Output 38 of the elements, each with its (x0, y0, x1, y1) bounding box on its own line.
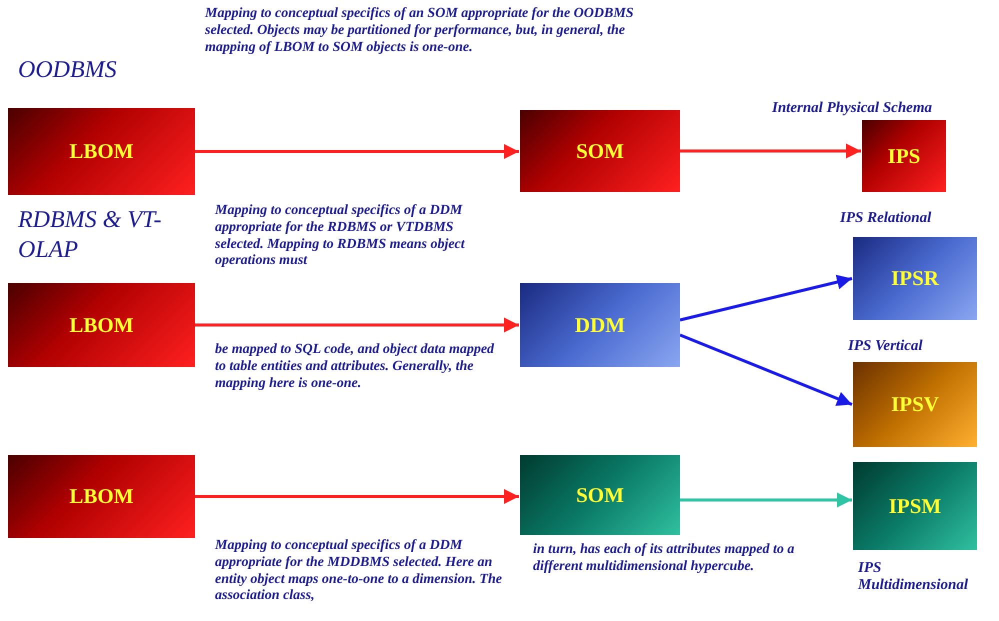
arrow (195, 318, 519, 332)
box-label: IPS (888, 144, 920, 168)
note-text: be mapped to SQL code, and object data mapped to table entities and attributes. Generally, the mapping here is one-one. (215, 342, 496, 392)
process-box (853, 462, 977, 550)
process-box (853, 237, 977, 320)
section-heading: OODBMS (18, 56, 118, 85)
arrow (680, 274, 852, 322)
process-box (862, 120, 946, 192)
box-label: IPSV (891, 392, 939, 417)
note-text: Mapping to conceptual specifics of a DDM appropriate for the MDDBMS selected. Here an entity object maps one-to-one to a dimension. The association class, (215, 538, 503, 606)
box-caption: IPS Relational (840, 210, 932, 228)
box-label: IPSR (891, 266, 939, 291)
box-label: IPSM (888, 494, 942, 518)
box-label: LBOM (69, 312, 134, 338)
process-box (520, 283, 680, 367)
process-box (520, 110, 680, 192)
arrow (680, 144, 861, 158)
box-caption: IPS Vertical (848, 338, 924, 356)
box-caption: Internal Physical Schema (772, 100, 934, 118)
box-label: SOM (576, 138, 624, 164)
section-heading: RDBMS & VT-OLAP (18, 206, 163, 265)
arrow (680, 492, 852, 508)
note-text: Mapping to conceptual specifics of an SOM appropriate for the OODBMS selected. Objects may be partitioned for performance, but, in general, the mapping of LBOM to SOM objects is one-one. (205, 6, 635, 56)
box-caption: IPS Multidimensional (858, 560, 970, 594)
note-text: Mapping to conceptual specifics of a DDM appropriate for the RDBMS or VTDBMS selected. Mapping to RDBMS means object operations must (215, 203, 466, 270)
arrow (195, 489, 519, 504)
arrow (679, 334, 853, 406)
box-label: LBOM (69, 139, 134, 164)
box-label: DDM (574, 312, 626, 338)
process-box (520, 455, 680, 535)
arrow (195, 144, 519, 159)
process-box (8, 283, 195, 367)
note-text: in turn, has each of its attributes mapped to a different multidimensional hypercube. (533, 542, 796, 576)
process-box (853, 362, 977, 447)
process-box (8, 108, 195, 195)
process-box (8, 455, 195, 538)
box-label: LBOM (69, 484, 134, 509)
box-label: SOM (576, 482, 624, 508)
